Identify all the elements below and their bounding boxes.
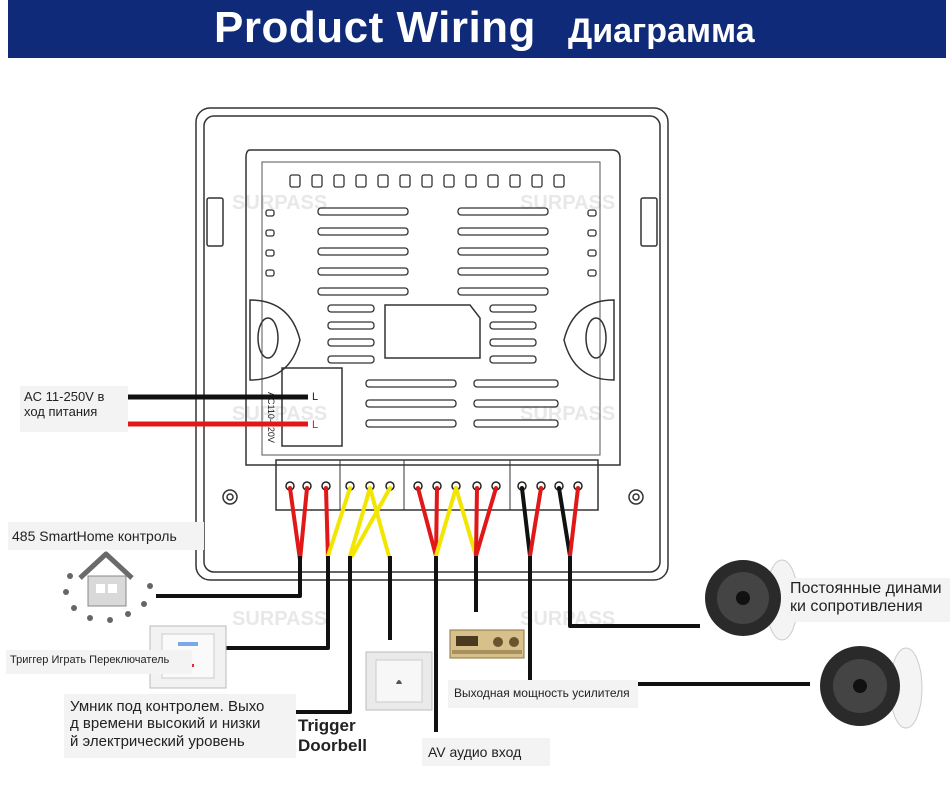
watermark: SURPASS xyxy=(520,403,615,425)
watermark: SURPASS xyxy=(232,608,327,630)
label-line: й электрический уровень xyxy=(70,732,245,750)
wire-485 xyxy=(156,556,302,598)
watermark: SURPASS xyxy=(232,403,327,425)
label-amp-output: Выходная мощность усилителя xyxy=(448,680,638,708)
doorbell-icon xyxy=(365,651,433,711)
smart-home-icon xyxy=(63,551,153,623)
device-back-panel xyxy=(195,107,669,581)
amplifier-icon xyxy=(449,629,525,659)
label-speakers: Постоянные динами ки сопротивления xyxy=(786,578,950,622)
terminal-holes xyxy=(285,481,583,491)
terminal-l-red: L xyxy=(312,419,318,431)
terminal-dividers xyxy=(339,460,511,510)
label-line: ход питания xyxy=(24,403,98,419)
title-russian: Диаграмма xyxy=(568,12,755,50)
label-smart-control: Умник под контролем. Выхо д времени высо… xyxy=(64,694,296,758)
label-line: Умник под контролем. Выхо xyxy=(70,698,265,715)
label-trigger-doorbell: Trigger Doorbell xyxy=(298,716,367,755)
label-line: Постоянные динами xyxy=(790,580,942,597)
watermark: SURPASS xyxy=(520,192,615,214)
label-line: д времени высокий и низки xyxy=(70,715,261,733)
vent-slots xyxy=(265,174,597,428)
title-english: Product Wiring xyxy=(214,3,536,52)
external-wires xyxy=(156,556,810,732)
watermark-group: SURPASS SURPASS SURPASS SURPASS SURPASS … xyxy=(232,192,615,630)
power-terminal-marks: L L AC110-220V xyxy=(266,391,318,443)
header-banner: Product Wiring Диаграмма xyxy=(8,0,946,58)
label-trigger-switch: Триггер Играть Переключатель xyxy=(6,650,192,674)
ceiling-speaker-icon xyxy=(705,559,799,641)
label-485-smarthome: 485 SmartHome контроль xyxy=(8,522,204,550)
label-av-input: AV аудио вход xyxy=(422,738,550,766)
wire-trigger-switch xyxy=(226,556,330,650)
wire-smart-level xyxy=(296,556,352,714)
ceiling-speaker-icon xyxy=(820,646,923,729)
label-ac-power: AC 11-250V в ход питания xyxy=(20,386,128,432)
power-wires xyxy=(124,394,308,427)
voltage-mark: AC110-220V xyxy=(266,392,276,443)
watermark: SURPASS xyxy=(232,192,327,214)
terminal-wires xyxy=(288,486,580,562)
label-line: ки сопротивления xyxy=(790,598,923,616)
terminal-l-black: L xyxy=(312,391,318,403)
label-line: AC 11-250V в xyxy=(24,389,105,404)
wire-speaker-1 xyxy=(568,556,700,628)
